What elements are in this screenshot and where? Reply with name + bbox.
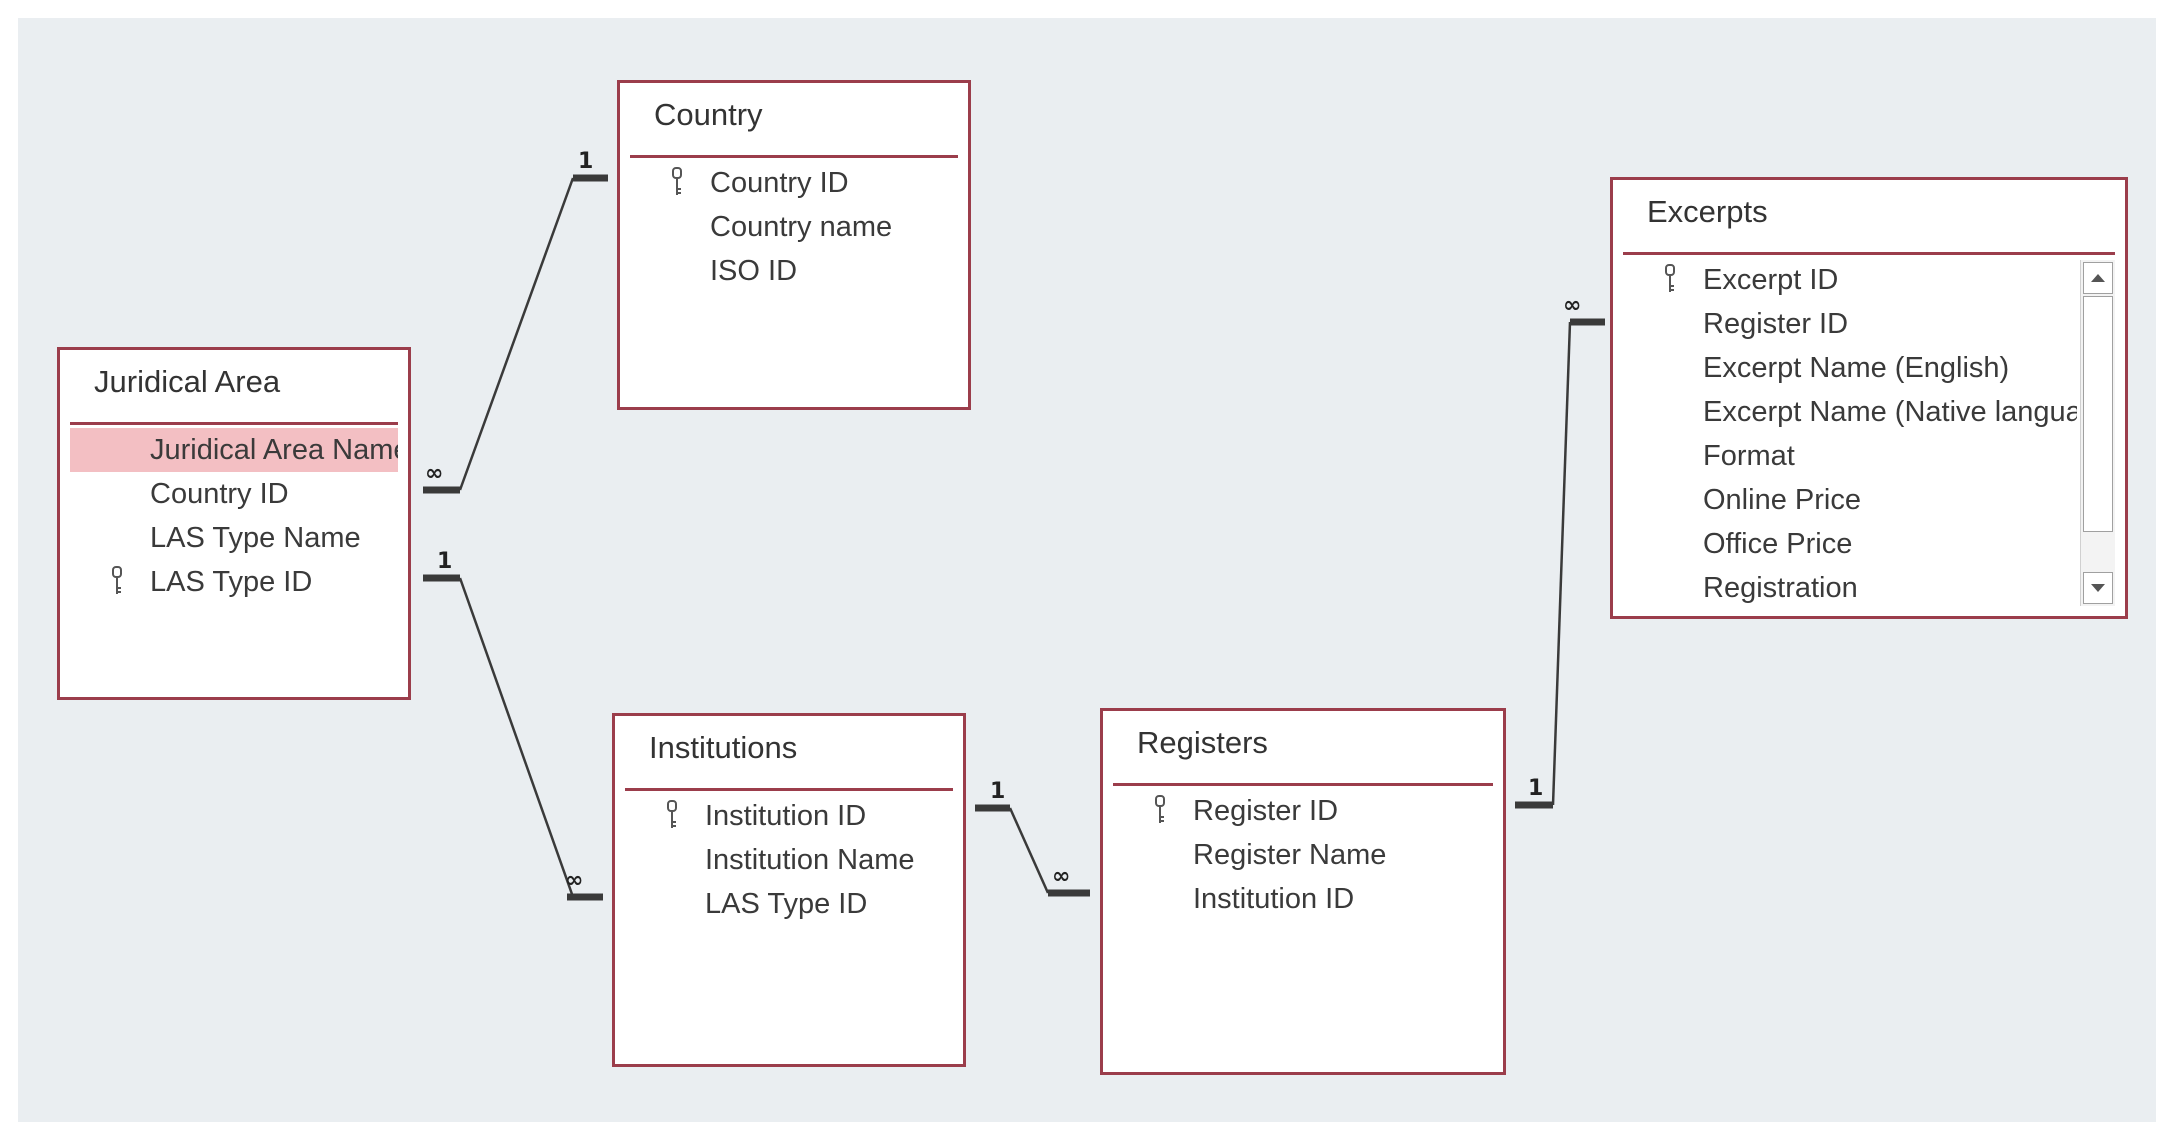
field-name: LAS Type ID — [705, 888, 868, 920]
field-name: Excerpt ID — [1703, 264, 1839, 296]
field-name: Register Name — [1193, 839, 1387, 871]
field-name: Register ID — [1703, 308, 1849, 340]
table-excerpts[interactable]: Excerpts Excerpt ID Register ID Excerpt … — [1610, 177, 2128, 619]
table-title: Country — [654, 97, 763, 132]
field-row[interactable]: ISO ID — [630, 249, 958, 293]
field-list[interactable]: Juridical Area Name Country ID LAS Type … — [70, 428, 398, 604]
scroll-thumb[interactable] — [2083, 296, 2113, 532]
field-name: LAS Type ID — [150, 566, 313, 598]
scroll-down-button[interactable] — [2083, 572, 2113, 604]
table-title: Registers — [1137, 725, 1268, 760]
key-icon — [1155, 795, 1165, 823]
table-juridical-area[interactable]: Juridical Area Juridical Area Name Count… — [57, 347, 411, 700]
field-row[interactable]: LAS Type ID — [70, 560, 398, 604]
field-row[interactable]: Country ID — [630, 161, 958, 205]
field-row[interactable]: Institution Name — [625, 838, 953, 882]
field-row[interactable]: Excerpt Name (English) — [1623, 346, 2077, 390]
field-name: Institution Name — [705, 844, 915, 876]
field-row[interactable]: Institution ID — [1113, 877, 1493, 921]
field-list[interactable]: Excerpt ID Register ID Excerpt Name (Eng… — [1623, 258, 2077, 610]
field-name: Institution ID — [1193, 883, 1355, 915]
table-header[interactable]: Country — [630, 83, 958, 158]
field-list[interactable]: Country ID Country name ISO ID — [630, 161, 958, 293]
field-list[interactable]: Register ID Register Name Institution ID — [1113, 789, 1493, 921]
field-name: LAS Type Name — [150, 522, 361, 554]
field-row[interactable]: Country ID — [70, 472, 398, 516]
field-name: Registration — [1703, 572, 1858, 604]
table-header[interactable]: Juridical Area — [70, 350, 398, 425]
field-row[interactable]: Excerpt Name (Native languag — [1623, 390, 2077, 434]
table-title: Excerpts — [1647, 194, 1768, 229]
field-list[interactable]: Institution ID Institution Name LAS Type… — [625, 794, 953, 926]
table-registers[interactable]: Registers Register ID Register Name Inst… — [1100, 708, 1506, 1075]
field-row[interactable]: Register ID — [1623, 302, 2077, 346]
field-row[interactable]: Registration — [1623, 566, 2077, 610]
table-country[interactable]: Country Country ID Country name ISO ID — [617, 80, 971, 410]
table-institutions[interactable]: Institutions Institution ID Institution … — [612, 713, 966, 1067]
field-row[interactable]: Excerpt ID — [1623, 258, 2077, 302]
field-name: Office Price — [1703, 528, 1853, 560]
table-title: Institutions — [649, 730, 798, 765]
field-row[interactable]: Online Price — [1623, 478, 2077, 522]
field-name: Juridical Area Name — [150, 434, 398, 466]
chevron-down-icon — [2091, 584, 2105, 592]
key-icon — [672, 167, 682, 195]
field-name: Country ID — [150, 478, 289, 510]
field-name: Country ID — [710, 167, 849, 199]
field-row[interactable]: Institution ID — [625, 794, 953, 838]
field-row[interactable]: LAS Type Name — [70, 516, 398, 560]
field-name: Online Price — [1703, 484, 1861, 516]
field-name: Excerpt Name (Native languag — [1703, 396, 2077, 428]
field-row[interactable]: Country name — [630, 205, 958, 249]
chevron-up-icon — [2091, 274, 2105, 282]
field-name: Format — [1703, 440, 1795, 472]
field-name: ISO ID — [710, 255, 798, 287]
field-name: Country name — [710, 211, 893, 243]
field-row[interactable]: Juridical Area Name — [70, 428, 398, 472]
key-icon — [112, 566, 122, 594]
table-title: Juridical Area — [94, 364, 281, 399]
table-header[interactable]: Excerpts — [1623, 180, 2115, 255]
field-name: Institution ID — [705, 800, 867, 832]
field-name: Register ID — [1193, 795, 1339, 827]
field-row[interactable]: Office Price — [1623, 522, 2077, 566]
scroll-up-button[interactable] — [2083, 262, 2113, 294]
vertical-scrollbar[interactable] — [2080, 260, 2115, 606]
field-row[interactable]: Format — [1623, 434, 2077, 478]
field-row[interactable]: LAS Type ID — [625, 882, 953, 926]
table-header[interactable]: Registers — [1113, 711, 1493, 786]
key-icon — [667, 800, 677, 828]
field-row[interactable]: Register Name — [1113, 833, 1493, 877]
field-name: Excerpt Name (English) — [1703, 352, 2010, 384]
field-row[interactable]: Register ID — [1113, 789, 1493, 833]
key-icon — [1665, 264, 1675, 292]
table-header[interactable]: Institutions — [625, 716, 953, 791]
